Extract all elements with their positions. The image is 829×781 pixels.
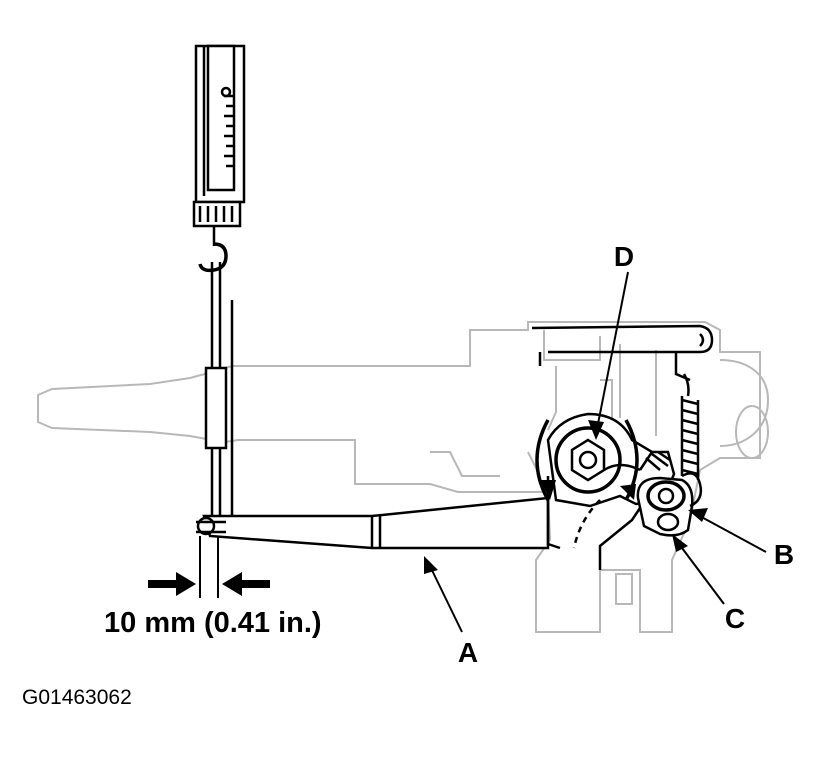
- callout-a: A: [458, 637, 478, 668]
- spring-scale: [192, 44, 246, 520]
- lever-a: [196, 496, 550, 550]
- figure-code: G01463062: [22, 686, 132, 709]
- leader-lines: [424, 271, 767, 633]
- callout-c: C: [725, 603, 745, 634]
- transmission-housing-outline: [37, 321, 770, 633]
- dimension-label: 10 mm (0.41 in.): [104, 607, 322, 639]
- dimension-marker: [148, 536, 270, 598]
- callout-d: D: [614, 241, 634, 272]
- adjuster-bracket: [598, 472, 703, 570]
- callout-b: B: [774, 539, 794, 570]
